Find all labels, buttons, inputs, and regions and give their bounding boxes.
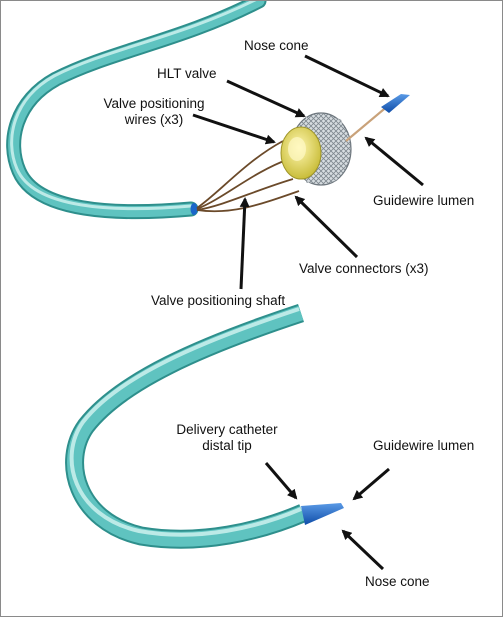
arrow-positioning-wires (192, 113, 276, 145)
arrow-delivery-tip (264, 462, 298, 500)
catheter-end-ring (190, 203, 198, 215)
catheter-tube-bottom (65, 303, 307, 549)
arrow-positioning-shaft (239, 197, 250, 290)
arrow-guidewire-lumen (364, 136, 424, 187)
bottom-panel (65, 303, 390, 571)
bottom-arrows (264, 462, 390, 571)
label-positioning-wires-line1: Valve positioning (103, 96, 205, 111)
catheter-tube-top (6, 1, 267, 220)
label-delivery-tip: Delivery catheter distal tip (164, 422, 290, 454)
label-delivery-tip-line2: distal tip (202, 438, 252, 453)
guidewire-top (345, 104, 390, 142)
arrow-hlt-valve (226, 79, 306, 118)
label-positioning-wires-line2: wires (x3) (124, 112, 184, 127)
nose-cone-bottom (301, 503, 344, 525)
label-nose-cone: Nose cone (244, 38, 309, 53)
label-nose-cone-bottom: Nose cone (365, 574, 430, 589)
label-guidewire-lumen: Guidewire lumen (373, 193, 475, 208)
label-guidewire-lumen-bottom: Guidewire lumen (373, 438, 475, 453)
hlt-valve (280, 112, 352, 186)
label-positioning-wires: Valve positioning wires (x3) (94, 96, 214, 128)
label-hlt-valve: HLT valve (157, 66, 217, 81)
arrow-nose-cone-bottom (341, 529, 385, 571)
label-positioning-shaft: Valve positioning shaft (151, 293, 286, 308)
top-arrows (192, 54, 424, 290)
arrow-guidewire-lumen-bottom (352, 467, 390, 501)
label-delivery-tip-line1: Delivery catheter (176, 422, 278, 437)
top-panel (6, 1, 424, 290)
arrow-valve-connectors (294, 195, 359, 259)
label-valve-connectors: Valve connectors (x3) (299, 261, 429, 276)
arrow-nose-cone (304, 54, 390, 98)
valve-positioning-wires (196, 140, 300, 213)
nose-cone-top (381, 94, 410, 113)
